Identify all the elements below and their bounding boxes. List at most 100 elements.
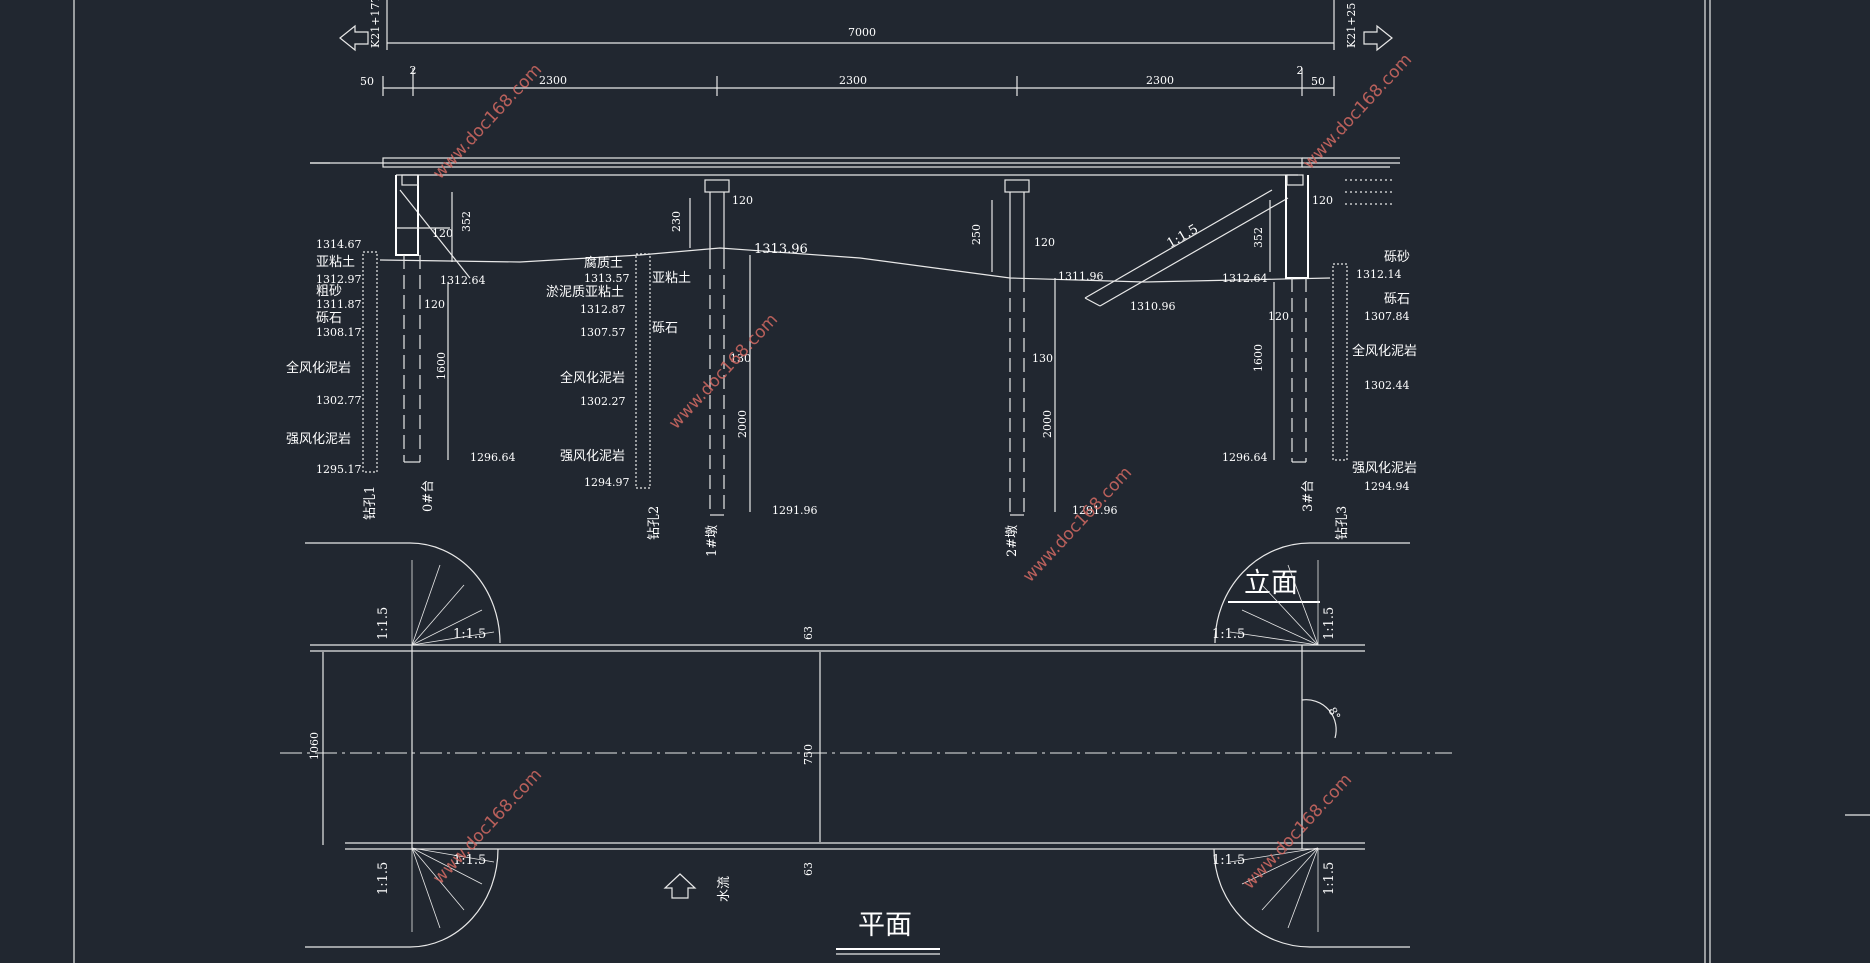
top-dimensions: 7000 K21+177. K21+25 50 2 2300 2300 2300… <box>339 0 1393 96</box>
elevation-view: 1:1.5 120 120 352 1600 1312.64 1296.64 0… <box>286 157 1417 603</box>
bh1-name: 钻孔1 <box>363 486 378 520</box>
bh1-level-4: 1308.17 <box>316 326 362 339</box>
bh2-level-3: 1307.57 <box>580 326 626 339</box>
bh2-name: 钻孔2 <box>647 506 662 540</box>
bh2-layer-2: 淤泥质亚粘土 <box>546 285 624 300</box>
bh3-level-2: 1307.84 <box>1364 310 1410 323</box>
p1-bottom-level: 1291.96 <box>772 504 818 517</box>
ground-profile <box>379 247 1331 283</box>
bh2-layer-1: 腐质土 <box>584 256 623 271</box>
dim-1600-a3: 1600 <box>1252 344 1265 372</box>
bh1-layer-2: 粗砂 <box>316 284 342 299</box>
pier-2: 120 250 130 2000 1311.96 1291.96 1310.96… <box>970 179 1176 557</box>
dim-120-a0-b: 120 <box>424 298 445 311</box>
water-flow-arrow-icon <box>663 873 697 899</box>
gap-right-label: 2 <box>1297 64 1304 77</box>
abutment-3: 120 120 352 1600 1312.64 1296.64 3#台 <box>1222 174 1333 512</box>
skew-angle-label: 8° <box>1325 705 1343 722</box>
bh2-level-2: 1312.87 <box>580 303 626 316</box>
bh2-layer-3: 亚粘土 <box>652 271 691 286</box>
span-3-label: 2300 <box>1146 74 1174 87</box>
bh2-level-5: 1294.97 <box>584 476 630 489</box>
dim-120-a0: 120 <box>432 227 453 240</box>
watermark-text: www.doc168.com <box>429 765 546 889</box>
slope-label-nw-h: 1:1.5 <box>453 627 486 642</box>
dim-63-top: 63 <box>802 626 815 640</box>
dim-120-p2: 120 <box>1034 236 1055 249</box>
edge-right-label: 50 <box>1311 75 1325 88</box>
plan-view-title: 平面 <box>858 910 912 941</box>
abutment-3-label: 3#台 <box>1301 480 1316 512</box>
dim-750: 750 <box>802 744 815 765</box>
dim-130-p1: 130 <box>730 352 751 365</box>
pier-1: 120 230 130 2000 1313.96 1291.96 1#墩 <box>670 179 818 557</box>
watermarks: www.doc168.com www.doc168.com www.doc168… <box>429 50 1416 894</box>
dim-130-p2: 130 <box>1032 352 1053 365</box>
dim-352-a3: 352 <box>1252 227 1265 248</box>
elevation-view-title: 立面 <box>1244 568 1298 599</box>
bh1-level-3: 1311.87 <box>316 298 362 311</box>
bh1-layer-1: 亚粘土 <box>316 255 355 270</box>
arrow-right-icon <box>1363 24 1393 52</box>
slope-label-se-v: 1:1.5 <box>1322 862 1337 895</box>
abutment-0-label: 0#台 <box>421 480 436 512</box>
total-span-label: 7000 <box>848 26 876 39</box>
watermark-text: www.doc168.com <box>1019 463 1136 587</box>
plan-deck <box>280 644 1452 850</box>
pier-2-label: 2#墩 <box>1005 525 1020 557</box>
borehole-1: 1314.67 亚粘土 1312.97 粗砂 1311.87 砾石 1308.1… <box>286 238 378 520</box>
bh3-name: 钻孔3 <box>1335 506 1350 540</box>
dim-120-a3: 120 <box>1312 194 1333 207</box>
slope-label-ne-v: 1:1.5 <box>1322 607 1337 640</box>
arrow-left-icon <box>339 24 369 52</box>
bh1-level-1: 1314.67 <box>316 238 362 251</box>
bh1-level-2: 1312.97 <box>316 273 362 286</box>
bh1-level-6: 1295.17 <box>316 463 362 476</box>
bh1-layer-4: 全风化泥岩 <box>286 360 351 376</box>
borehole-2: 腐质土 1313.57 淤泥质亚粘土 亚粘土 1312.87 1307.57 砾… <box>546 253 691 540</box>
station-left-label: K21+177. <box>369 0 382 48</box>
borehole-3: 砾砂 1312.14 砾石 1307.84 全风化泥岩 1302.44 强风化泥… <box>1332 250 1417 540</box>
gap-left-label: 2 <box>410 64 417 77</box>
bh3-layer-2: 砾石 <box>1384 292 1410 307</box>
deck-level-label: 1313.96 <box>754 242 808 257</box>
bh1-layer-5: 强风化泥岩 <box>286 432 351 447</box>
drawing-frame <box>73 0 1870 963</box>
bh2-level-4: 1302.27 <box>580 395 626 408</box>
dim-352-a0: 352 <box>460 211 473 232</box>
slope-label-sw-v: 1:1.5 <box>376 862 391 895</box>
slope-label-se-h: 1:1.5 <box>1212 853 1245 868</box>
span-1-label: 2300 <box>539 74 567 87</box>
bh3-layer-4: 强风化泥岩 <box>1352 461 1417 476</box>
pier-1-label: 1#墩 <box>705 525 720 557</box>
a0-top-level: 1312.64 <box>440 274 486 287</box>
edge-left-label: 50 <box>360 75 374 88</box>
slope-label-ne-h: 1:1.5 <box>1212 627 1245 642</box>
water-flow-label: 水流 <box>717 876 732 902</box>
watermark-text: www.doc168.com <box>429 60 546 184</box>
cone-fan-lines <box>411 560 1319 932</box>
plan-view: 1060 750 63 63 8° 1:1.5 1:1.5 1:1.5 1:1.… <box>280 542 1452 955</box>
ground-toe-level: 1310.96 <box>1130 300 1176 313</box>
bh3-level-3: 1302.44 <box>1364 379 1410 392</box>
span-2-label: 2300 <box>839 74 867 87</box>
bridge-deck <box>310 157 1400 176</box>
a3-bottom-level: 1296.64 <box>1222 451 1268 464</box>
dim-63-bottom: 63 <box>802 862 815 876</box>
bh2-layer-5: 全风化泥岩 <box>560 370 625 386</box>
dim-250-p2: 250 <box>970 224 983 245</box>
dim-2000-p2: 2000 <box>1041 410 1054 438</box>
a3-top-level: 1312.64 <box>1222 272 1268 285</box>
dim-120-a3-b: 120 <box>1268 310 1289 323</box>
bh2-level-1: 1313.57 <box>584 272 630 285</box>
p2-bottom-level: 1291.96 <box>1072 504 1118 517</box>
bh3-level-1: 1312.14 <box>1356 268 1402 281</box>
bh1-level-5: 1302.77 <box>316 394 362 407</box>
dim-120-p1: 120 <box>732 194 753 207</box>
watermark-text: www.doc168.com <box>1239 770 1356 894</box>
dim-2000-p1: 2000 <box>736 410 749 438</box>
abutment-0: 120 120 352 1600 1312.64 1296.64 0#台 <box>395 174 516 512</box>
slope-label-nw-v: 1:1.5 <box>376 607 391 640</box>
slope-ratio-label: 1:1.5 <box>1165 222 1201 252</box>
